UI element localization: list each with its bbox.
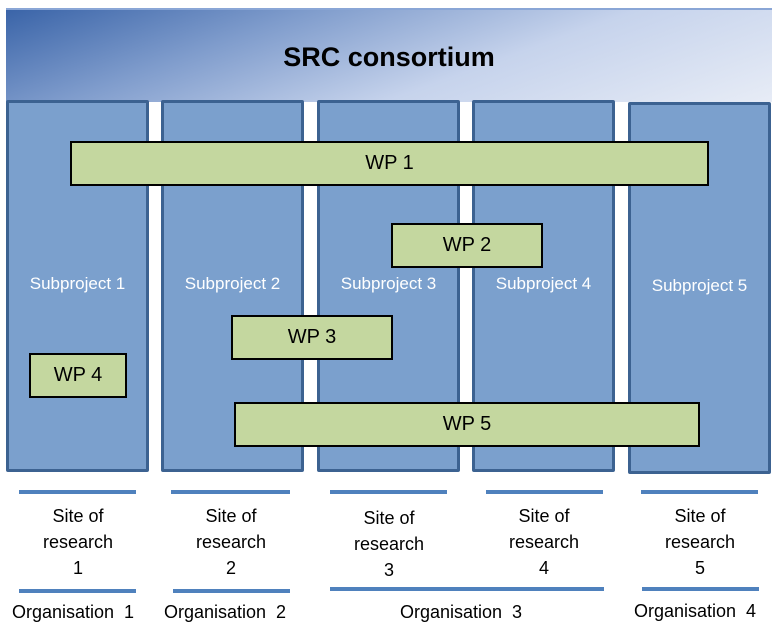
site-number: 1	[72, 558, 83, 578]
subproject-label: Subproject 4	[495, 274, 592, 293]
organisation-4-label: Organisation 4	[634, 601, 757, 621]
site-line: Site of	[205, 506, 257, 526]
site-line: research	[353, 534, 425, 554]
organisation-2-label: Organisation 2	[164, 602, 287, 622]
work-package-2: WP 2	[391, 223, 543, 268]
site-of-research-1: Site of research 1	[13, 503, 143, 581]
site-number: 4	[538, 558, 549, 578]
site-divider-top	[19, 490, 136, 494]
site-line: research	[664, 532, 736, 552]
site-line: Site of	[363, 508, 415, 528]
organisation-1-label: Organisation 1	[12, 602, 135, 622]
organisation-divider	[642, 587, 759, 591]
work-package-1: WP 1	[70, 141, 709, 186]
work-package-4: WP 4	[29, 353, 127, 398]
organisation-3-label: Organisation 3	[400, 602, 523, 622]
consortium-title: SRC consortium	[283, 41, 495, 72]
site-number: 5	[694, 558, 705, 578]
site-line: research	[508, 532, 580, 552]
site-divider-top	[171, 490, 290, 494]
work-package-5: WP 5	[234, 402, 700, 447]
site-divider-top	[330, 490, 447, 494]
organisation-divider	[330, 587, 604, 591]
consortium-header: SRC consortium	[6, 8, 772, 102]
subproject-label: Subproject 3	[340, 274, 437, 293]
site-number: 3	[383, 560, 394, 580]
site-line: Site of	[518, 506, 570, 526]
site-number: 2	[225, 558, 236, 578]
subproject-label: Subproject 2	[184, 274, 281, 293]
site-divider-top	[486, 490, 603, 494]
work-package-3: WP 3	[231, 315, 393, 360]
site-of-research-2: Site of research 2	[166, 503, 296, 581]
organisation-divider	[19, 589, 136, 593]
site-line: research	[42, 532, 114, 552]
site-of-research-4: Site of research 4	[479, 503, 609, 581]
site-line: research	[195, 532, 267, 552]
organisation-divider	[173, 589, 290, 593]
site-of-research-5: Site of research 5	[635, 503, 765, 581]
subproject-label: Subproject 5	[651, 276, 748, 295]
site-of-research-3: Site of research 3	[324, 505, 454, 583]
site-line: Site of	[52, 506, 104, 526]
site-line: Site of	[674, 506, 726, 526]
site-divider-top	[641, 490, 758, 494]
subproject-label: Subproject 1	[29, 274, 126, 293]
